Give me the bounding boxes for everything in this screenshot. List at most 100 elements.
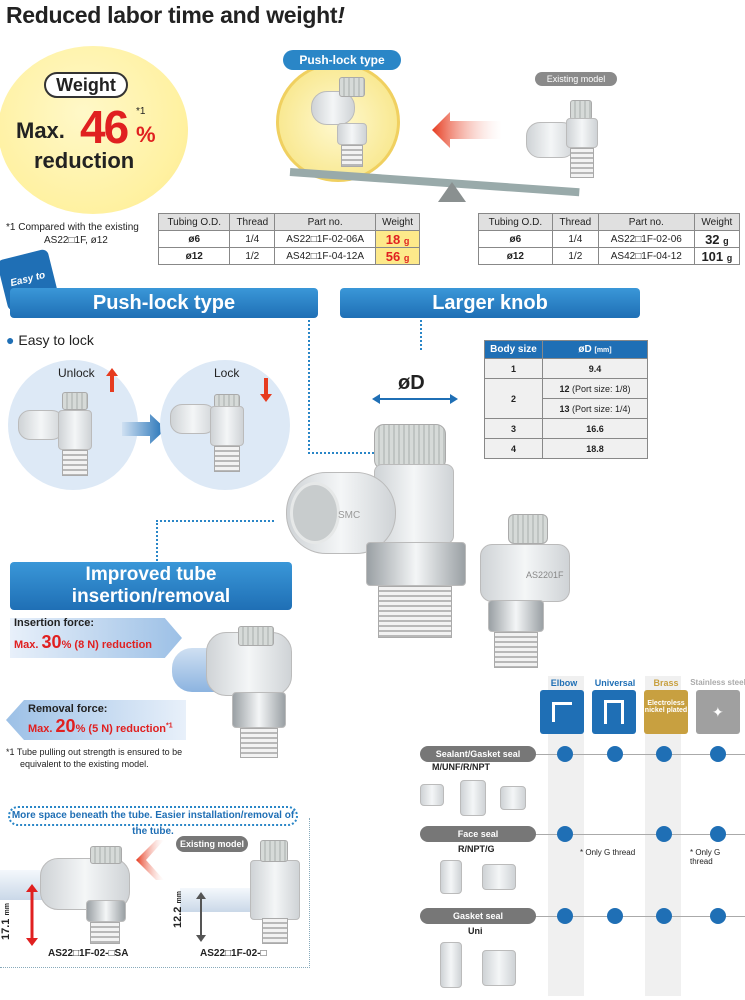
- matrix-row-line: [420, 916, 745, 917]
- dot-gasket-stainless: [710, 908, 726, 924]
- th-part: Part no.: [274, 213, 377, 231]
- connector-line: [156, 520, 274, 522]
- row-label-gasket: Gasket seal: [420, 908, 536, 924]
- weight-number: 18: [385, 231, 401, 247]
- ins-val: 30: [41, 632, 62, 652]
- weight-unit: g: [403, 252, 410, 263]
- insertion-value: Max. 30% (8 N) reduction: [14, 632, 152, 653]
- rem-pct: %: [75, 723, 86, 735]
- th-body-size: Body size: [484, 340, 543, 359]
- rem-val: 20: [55, 716, 76, 736]
- main-product-image: SMC: [282, 410, 472, 650]
- dot-face-brass: [656, 826, 672, 842]
- second-product-image: AS2201F: [470, 510, 580, 670]
- bullet-text: Easy to lock: [18, 332, 94, 348]
- main-brand-text: SMC: [338, 510, 361, 521]
- cell-part: AS22□1F-02-06A: [274, 230, 377, 248]
- tube-note-line2: equivalent to the existing model.: [20, 759, 149, 769]
- existing-thread: [570, 148, 594, 178]
- face-note-universal-text: Only G thread: [585, 848, 636, 857]
- dot-sealant-elbow: [557, 746, 573, 762]
- face-note-universal: * Only G thread: [580, 848, 636, 857]
- cell-od: ø12: [478, 247, 553, 265]
- gasket-product-2: [482, 950, 516, 986]
- cell-size: 3: [484, 418, 543, 439]
- easy-lock-bullet: ● Easy to lock: [6, 332, 94, 348]
- existing-model-badge-2: Existing model: [176, 836, 248, 852]
- d-note: (Port size: 1/4): [572, 403, 631, 414]
- insertion-arrow: [10, 618, 182, 658]
- row-sub-face: R/NPT/G: [458, 844, 495, 854]
- page-title: Reduced labor time and weight!: [6, 2, 345, 29]
- removal-value: Max. 20% (5 N) reduction*1: [28, 716, 173, 737]
- weight-unit: g: [726, 252, 733, 263]
- weight-unit: g: [723, 235, 729, 246]
- model-label-new: AS22□1F-02-□SA: [48, 948, 129, 959]
- push-lock-section-title: Push-lock type: [10, 288, 318, 318]
- th-thread: Thread: [229, 213, 276, 231]
- cell-weight: 101 g: [693, 247, 741, 265]
- product-image-nut: [337, 123, 367, 145]
- th-weight: Weight: [693, 213, 741, 231]
- space-headline: More space beneath the tube. Easier inst…: [8, 806, 298, 837]
- row-label-sealant: Sealant/Gasket seal: [420, 746, 536, 762]
- weight-unit: %: [136, 122, 156, 147]
- old-fitting-body: [250, 860, 300, 920]
- table-row: ø12 1/2 AS42□1F-04-12 101 g: [478, 247, 741, 265]
- cell-thread: 1/2: [229, 247, 276, 265]
- weight-number: 101: [701, 248, 724, 264]
- push-lock-badge: Push-lock type: [283, 50, 401, 70]
- elbow-icon: [540, 690, 584, 734]
- lock-product-housing: [210, 406, 244, 446]
- dim-old-label: 12.2 mm: [172, 891, 184, 928]
- tube-footnote: *1 Tube pulling out strength is ensured …: [6, 746, 182, 770]
- dimension-arrow-gray-icon: [196, 892, 206, 942]
- new-fitting-nut: [86, 900, 126, 922]
- existing-housing: [566, 118, 598, 148]
- main-port: [290, 482, 340, 544]
- removal-label: Removal force:: [28, 703, 108, 715]
- th-od-label: øD: [578, 344, 592, 355]
- cell-weight: 56 g: [375, 247, 420, 265]
- second-brand-text: AS2201F: [526, 570, 564, 580]
- cell-od: ø6: [157, 230, 231, 248]
- weight-max-label: Max.: [16, 118, 65, 143]
- tube-note-line1: Tube pulling out strength is ensured to …: [16, 747, 183, 757]
- bullet-icon: ●: [6, 332, 15, 348]
- existing-model-image: [518, 92, 618, 182]
- face-product-2: [482, 864, 516, 890]
- weight-number: 32: [705, 231, 720, 247]
- tube-title-line2: insertion/removal: [71, 586, 231, 607]
- footnote-1: *1 Compared with the existing AS22□1F, ø…: [6, 221, 139, 247]
- push-lock-highlight-circle: [276, 62, 400, 182]
- weight-value: 46: [80, 101, 129, 153]
- ins-rest: (8 N) reduction: [74, 639, 153, 651]
- dim-new-value: 17.1: [0, 918, 12, 940]
- existing-knob: [570, 100, 592, 120]
- cell-od: ø12: [157, 247, 231, 265]
- tube-fitting-nut: [232, 692, 286, 728]
- new-fitting-knob: [90, 846, 122, 864]
- arrow-left-icon: [432, 112, 502, 148]
- dot-face-stainless: [710, 826, 726, 842]
- cell-thread: 1/2: [551, 247, 599, 265]
- dim-old-unit: mm: [176, 891, 183, 904]
- weight-number: 56: [385, 248, 401, 264]
- cell-od: ø6: [478, 230, 553, 248]
- rem-max: Max.: [28, 723, 53, 735]
- cell-d: 13 (Port size: 1/4): [542, 398, 648, 419]
- row-label-face: Face seal: [420, 826, 536, 842]
- cell-d: 18.8: [542, 438, 648, 459]
- dot-sealant-stainless: [710, 746, 726, 762]
- rem-mark: *1: [166, 722, 173, 730]
- second-hex-nut: [488, 600, 544, 632]
- unlock-product-thread: [62, 450, 88, 476]
- footnote-line1: Compared with the existing: [18, 222, 139, 233]
- new-fitting-thread: [90, 922, 120, 944]
- product-image-knob: [339, 77, 365, 97]
- dim-new-unit: mm: [4, 903, 11, 916]
- ins-pct: %: [61, 639, 72, 651]
